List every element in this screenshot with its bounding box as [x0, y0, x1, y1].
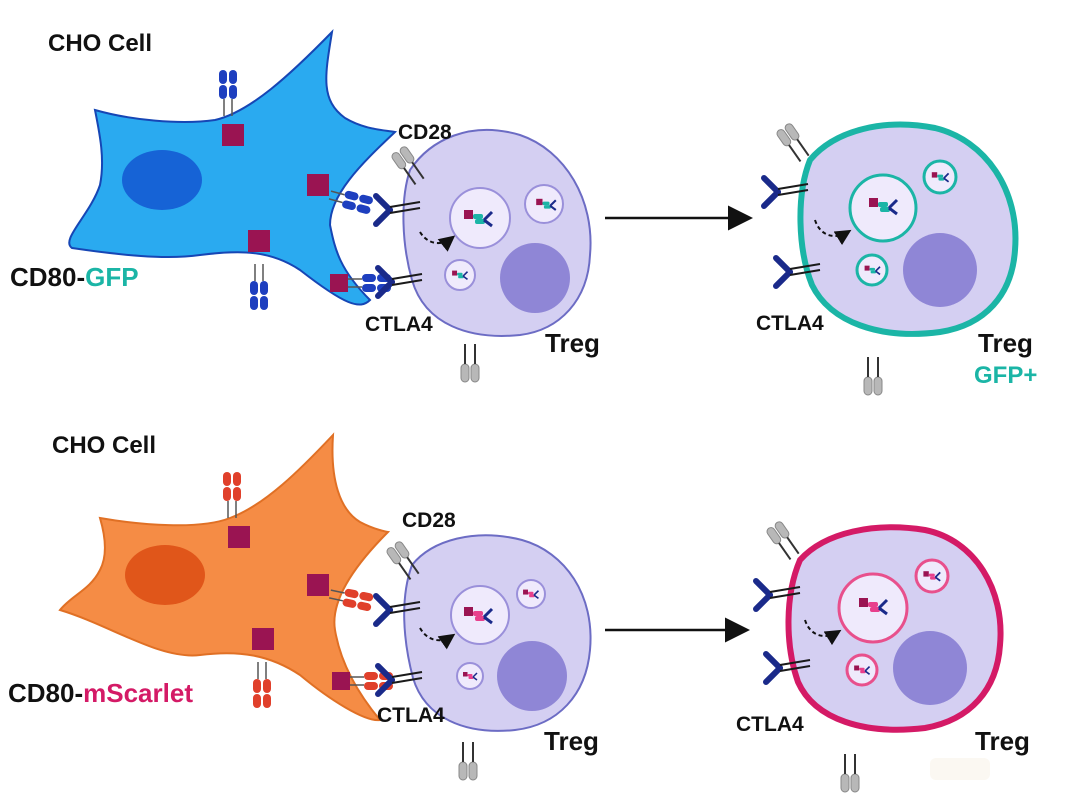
treg-nucleus	[893, 631, 967, 705]
ctla4-label: CTLA4	[365, 313, 433, 336]
cd80-antibody-right	[307, 574, 375, 613]
treg-label-after: Treg	[975, 726, 1030, 756]
watermark-patch	[930, 758, 990, 780]
cd80-antibody-top	[218, 69, 244, 146]
internalization-arrow	[814, 219, 852, 246]
cd28-label: CD28	[398, 121, 452, 144]
internalization-arrow	[419, 627, 456, 650]
panel-mscarlet	[58, 432, 1004, 793]
panel-gfp	[68, 29, 1019, 396]
treg-status-gfp: GFP+	[974, 362, 1038, 389]
ctla4-label: CTLA4	[377, 704, 445, 727]
cd80-antibody-right	[307, 174, 375, 216]
cd80-prefix: CD80-	[10, 262, 86, 292]
cd28-label: CD28	[402, 509, 456, 532]
cd80-label: CD80-GFP	[10, 264, 139, 290]
cho-cell-mscarlet	[58, 432, 391, 722]
cd80-label: CD80-mScarlet	[8, 680, 193, 706]
treg-label: Treg	[545, 328, 600, 358]
cho-cell-gfp	[68, 29, 398, 306]
cd80-antibody-bottom	[248, 230, 270, 311]
cho-cell-label: CHO Cell	[48, 30, 153, 57]
cd80-antibody-top	[222, 471, 250, 548]
cho-nucleus-gfp	[122, 150, 202, 210]
treg-nucleus	[497, 641, 567, 711]
cho-cell-label: CHO Cell	[52, 432, 157, 459]
internalization-arrow	[419, 231, 456, 252]
cd80-fluor: GFP	[85, 262, 139, 292]
cho-nucleus-mscarlet	[125, 545, 205, 605]
treg-label: Treg	[544, 726, 599, 756]
treg-nucleus	[903, 233, 977, 307]
ctla4-label-after: CTLA4	[736, 713, 804, 736]
treg-label-after: Treg	[978, 328, 1033, 358]
internalization-arrow	[804, 619, 842, 646]
ctla4-label-after: CTLA4	[756, 312, 824, 335]
cd80-prefix: CD80-	[8, 678, 84, 708]
cd80-antibody-lower-right	[332, 671, 394, 691]
cd80-antibody-bottom	[252, 628, 274, 709]
cd80-antibody-lower-right	[330, 273, 392, 293]
cd80-fluor: mScarlet	[83, 678, 193, 708]
treg-nucleus	[500, 243, 570, 313]
